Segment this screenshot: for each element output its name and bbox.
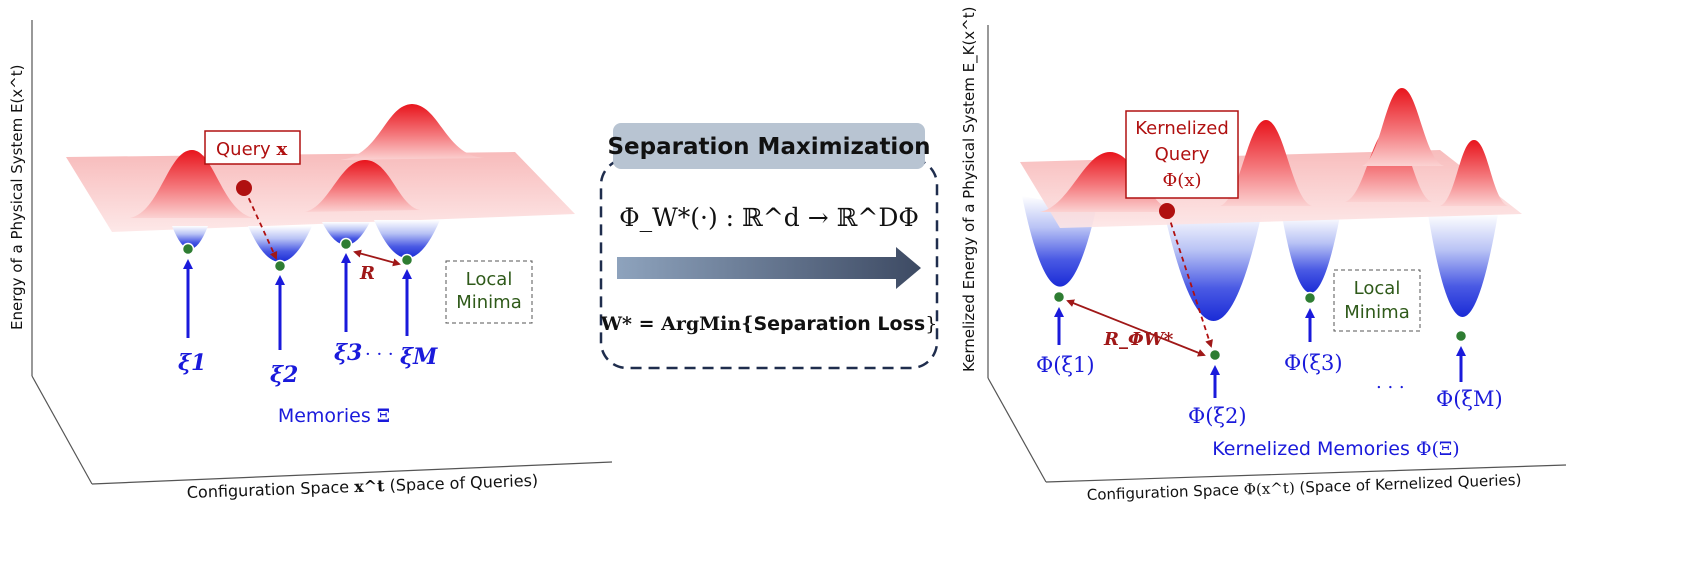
left-panel: Query x R Local Minima ξ1 ξ2 ξ3 · · · ξM…: [8, 20, 613, 502]
right-well-2: [1164, 212, 1262, 321]
center-mapping-formula: Φ_W*(·) : ℝ^d → ℝ^DΦ: [619, 203, 919, 232]
left-minimum-M: [400, 253, 414, 267]
left-energy-surface: [66, 152, 575, 232]
right-distance-arrow: [1066, 299, 1206, 357]
left-memory-label-2: ξ2: [270, 362, 298, 388]
right-distance-label: R_ΦW*: [1103, 329, 1174, 350]
left-query-box: [204, 130, 301, 165]
left-local-minima-line1: Local: [466, 269, 513, 290]
left-peak-2: [305, 160, 420, 212]
left-local-minima-line2: Minima: [456, 292, 522, 313]
right-minimum-2: [1208, 348, 1222, 362]
right-minimum-1: [1052, 290, 1066, 304]
left-minimum-1: [181, 242, 195, 256]
right-peak-4: [1362, 88, 1444, 166]
left-wells: [172, 220, 440, 262]
right-well-3: [1282, 216, 1340, 293]
right-minimum-3: [1303, 291, 1317, 305]
right-y-axis-label: Kernelized Energy of a Physical System E…: [960, 7, 979, 373]
right-peak-5: [1440, 140, 1508, 206]
right-memory-arrows: [1054, 307, 1466, 398]
left-local-minima-box: [445, 260, 533, 324]
right-memory-label-M: Φ(ξM): [1436, 387, 1503, 411]
right-memory-label-2: Φ(ξ2): [1188, 404, 1247, 428]
left-query-point: [236, 180, 252, 196]
left-memory-label-3: ξ3: [334, 340, 362, 366]
right-peaks: [1040, 88, 1508, 212]
left-minimum-2: [273, 259, 287, 273]
left-axes-frame: [31, 20, 613, 485]
center-big-arrow: [617, 247, 921, 289]
right-axes-frame: [987, 25, 1567, 483]
left-well-M: [374, 220, 440, 258]
left-memory-label-M: ξM: [400, 344, 438, 370]
left-well-3: [322, 222, 370, 245]
center-objective: W* = ArgMin{Separation Loss}: [600, 313, 938, 335]
right-local-minima-line1: Local: [1354, 278, 1401, 299]
right-panel: Kernelized Query Φ(x) R_ΦW* Local Minima…: [960, 7, 1567, 504]
right-minimum-M: [1454, 329, 1468, 343]
right-query-line3: Φ(x): [1163, 170, 1202, 191]
left-well-2: [248, 226, 312, 262]
left-peak-3: [340, 104, 485, 160]
left-memories-label: Memories Ξ: [278, 405, 390, 427]
center-title-box: [613, 123, 925, 169]
left-memory-labels: ξ1 ξ2 ξ3 · · · ξM: [178, 340, 438, 388]
right-memory-label-1: Φ(ξ1): [1036, 353, 1095, 377]
right-query-line2: Query: [1155, 144, 1210, 165]
right-minima: [1052, 290, 1468, 362]
left-y-axis-label: Energy of a Physical System E(x^t): [8, 65, 26, 330]
right-well-M: [1428, 214, 1498, 317]
left-distance-label: R: [359, 263, 375, 284]
right-local-minima-line2: Minima: [1344, 302, 1410, 323]
left-memory-label-1: ξ1: [178, 350, 206, 376]
center-panel: Separation Maximization Φ_W*(·) : ℝ^d → …: [600, 123, 939, 370]
right-peak-2: [1220, 120, 1312, 206]
right-memory-labels: Φ(ξ1) Φ(ξ2) Φ(ξ3) . . . Φ(ξM): [1036, 351, 1503, 428]
left-ellipsis: · · ·: [365, 344, 394, 365]
right-x-axis-label: Configuration Space Φ(x^t) (Space of Ker…: [1087, 471, 1522, 504]
right-ellipsis: . . .: [1376, 372, 1405, 393]
left-memory-arrows: [183, 253, 412, 350]
left-minimum-3: [339, 237, 353, 251]
right-local-minima-box: [1333, 269, 1421, 332]
right-query-box: [1125, 110, 1239, 199]
left-well-1: [172, 226, 208, 249]
left-distance-arrow: [353, 249, 401, 267]
left-query-path: [244, 189, 278, 260]
left-x-axis-label: Configuration Space x^t (Space of Querie…: [186, 471, 538, 502]
left-peaks: [130, 104, 485, 218]
right-memories-label: Kernelized Memories Φ(Ξ): [1212, 438, 1459, 460]
left-minima: [181, 237, 414, 273]
right-memory-label-3: Φ(ξ3): [1284, 351, 1343, 375]
left-peak-1: [130, 150, 254, 218]
right-query-point: [1159, 203, 1175, 219]
left-query-label: Query x: [216, 139, 287, 160]
right-query-line1: Kernelized: [1135, 118, 1229, 139]
center-title: Separation Maximization: [607, 134, 930, 160]
